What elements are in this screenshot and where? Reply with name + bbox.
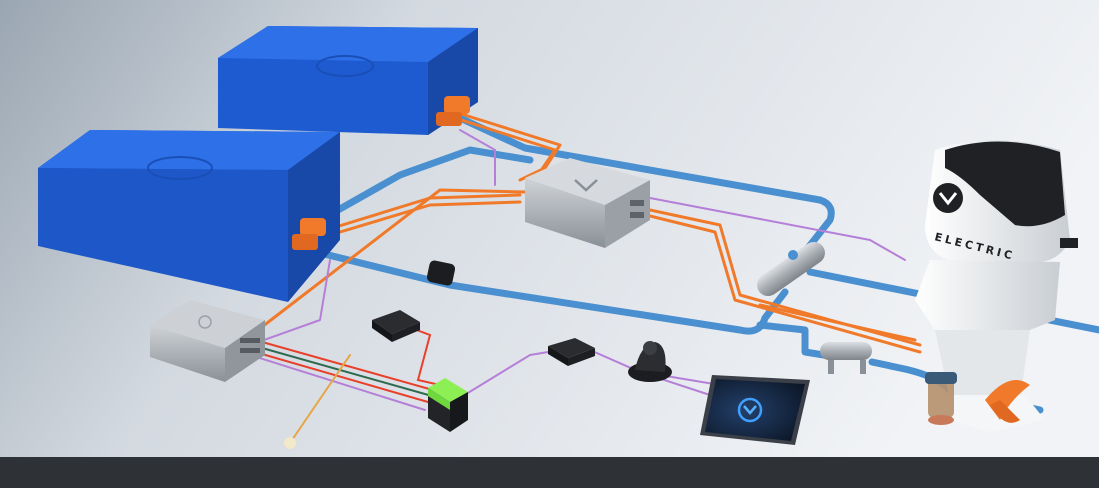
power-cables	[243, 110, 922, 354]
junction-box	[150, 300, 265, 382]
battery-rear-connector	[436, 96, 470, 126]
shore-power-plug	[284, 437, 296, 449]
display-logo-icon	[743, 405, 757, 415]
propeller	[985, 380, 1030, 423]
charger-wires	[254, 321, 441, 441]
bottom-bar	[0, 457, 1099, 488]
water-filter	[925, 372, 957, 425]
motor-logo-icon	[933, 183, 963, 213]
charger-unit	[428, 378, 468, 432]
heat-exchanger	[757, 241, 825, 297]
battery-pack-rear	[218, 26, 478, 135]
pipe-connector	[426, 260, 456, 286]
battery-pack-front	[38, 130, 340, 302]
control-module	[548, 338, 595, 366]
coolant-pump	[820, 342, 872, 374]
throttle-control	[628, 341, 672, 382]
relay-module	[372, 310, 420, 342]
battery-front-connector	[292, 218, 326, 250]
motor-controller-box	[525, 158, 650, 248]
display-screen	[700, 375, 810, 445]
chevron-logo-icon	[574, 179, 598, 192]
